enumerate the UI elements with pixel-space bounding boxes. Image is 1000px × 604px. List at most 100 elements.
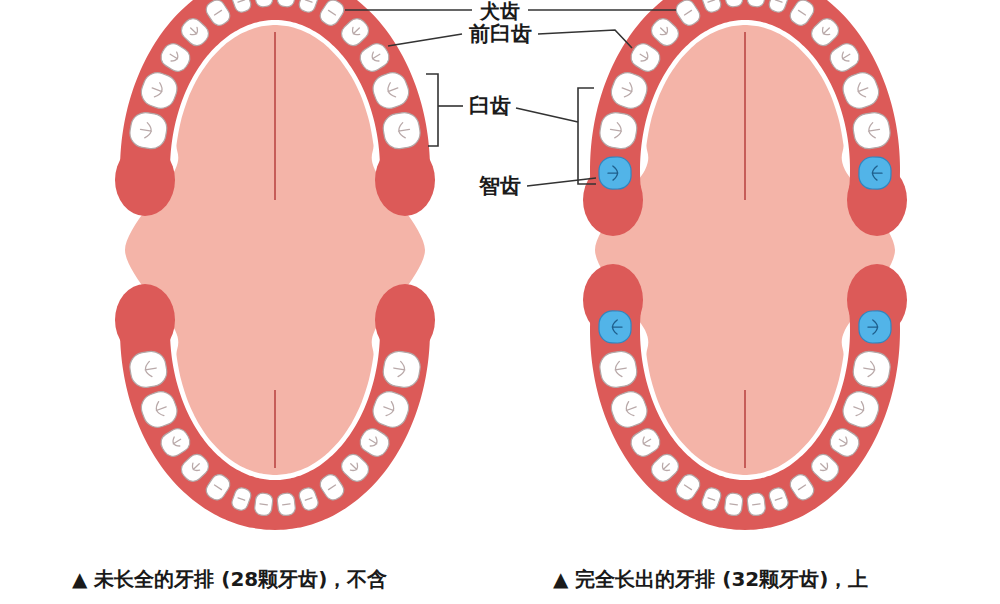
tooth-groove <box>370 50 383 64</box>
tooth-groove <box>171 435 184 449</box>
tooth <box>381 349 422 390</box>
tooth-groove <box>328 10 335 15</box>
tooth-groove <box>851 400 866 418</box>
tooth-crown <box>787 472 817 503</box>
tooth-crown <box>598 349 639 390</box>
tooth-groove <box>328 485 335 490</box>
tooth <box>128 110 169 151</box>
tooth-crown <box>128 110 169 151</box>
tooth <box>254 492 273 516</box>
tooth-crown <box>826 40 862 75</box>
tooth <box>369 388 413 432</box>
tooth-groove <box>609 122 623 139</box>
tooth-crown <box>230 0 253 14</box>
leader-line <box>528 9 676 11</box>
tooth <box>297 486 320 512</box>
tooth-crown <box>338 451 373 486</box>
tooth-crown <box>317 0 347 28</box>
tooth-crown <box>297 0 320 14</box>
tooth-crown <box>724 492 743 516</box>
tooth <box>851 110 892 151</box>
tooth <box>277 0 296 8</box>
tooth-groove <box>641 435 654 449</box>
tooth-groove <box>347 460 360 473</box>
tooth-crown <box>787 0 817 28</box>
wisdom-tooth-label: 智齿 <box>479 174 521 198</box>
tooth-groove <box>187 24 200 37</box>
tooth <box>137 69 181 113</box>
tooth-crown <box>599 157 631 189</box>
tooth-crown <box>230 486 253 512</box>
gum-pad <box>847 264 907 336</box>
tooth-crown <box>157 425 193 460</box>
tooth-crown <box>700 486 723 512</box>
tooth <box>598 110 639 151</box>
tooth-crown <box>203 0 233 28</box>
tooth-crown <box>137 388 181 432</box>
tooth-groove <box>867 122 881 139</box>
leader-line <box>516 108 578 122</box>
arch-group <box>115 0 907 516</box>
tooth <box>277 492 296 516</box>
bracket <box>578 88 596 184</box>
gum-band <box>145 324 405 505</box>
tooth-groove <box>305 498 312 500</box>
tooth-groove <box>397 122 411 139</box>
tooth <box>356 40 392 75</box>
tooth-groove <box>139 122 153 139</box>
tooth-groove <box>608 166 618 180</box>
dental-arch <box>583 0 907 516</box>
tooth-groove <box>150 81 165 99</box>
tooth-crown <box>599 311 631 343</box>
tooth <box>128 349 169 390</box>
tooth-crown <box>607 69 651 113</box>
tooth-groove <box>730 503 737 505</box>
tooth <box>338 451 373 486</box>
gum-pad <box>115 144 175 216</box>
tooth <box>178 451 213 486</box>
tooth <box>356 425 392 460</box>
caption-left: ▲ 未长全的牙排 (28颗牙齿)，不含 <box>72 568 387 591</box>
gum-pad <box>583 264 643 336</box>
tooth <box>724 492 743 516</box>
tooth-crown <box>747 0 766 8</box>
tooth-groove <box>215 485 222 490</box>
tooth-groove <box>685 485 692 490</box>
tooth-crown <box>859 311 891 343</box>
tooth-crown <box>747 492 766 516</box>
tooth <box>673 472 703 503</box>
tooth-crown <box>724 0 743 8</box>
tooth-crown <box>178 451 213 486</box>
tooth-groove <box>305 0 312 2</box>
tooth-groove <box>367 435 380 449</box>
tooth <box>297 0 320 14</box>
tooth-groove <box>620 81 635 99</box>
tooth-crown <box>157 40 193 75</box>
tooth <box>767 0 790 14</box>
tooth-groove <box>385 81 400 99</box>
palate-area <box>595 25 895 475</box>
tooth-groove <box>657 24 670 37</box>
tooth-groove <box>820 24 833 37</box>
tooth-groove <box>840 50 853 64</box>
tooth <box>700 0 723 14</box>
tooth-groove <box>154 400 169 418</box>
tooth <box>338 15 373 50</box>
leader-line <box>538 30 632 48</box>
tooth-crown <box>297 486 320 512</box>
tooth-crown <box>839 69 883 113</box>
tooth <box>747 0 766 8</box>
dental-arch <box>115 0 435 516</box>
tooth-groove <box>798 10 805 15</box>
tooth-crown <box>203 472 233 503</box>
tooth <box>598 349 639 390</box>
bracket <box>426 74 438 146</box>
tooth-groove <box>637 50 650 64</box>
tooth-groove <box>660 460 673 473</box>
tooth <box>851 349 892 390</box>
leader-line <box>345 9 472 11</box>
tooth-groove <box>260 503 267 505</box>
tooth-crown <box>369 69 413 113</box>
